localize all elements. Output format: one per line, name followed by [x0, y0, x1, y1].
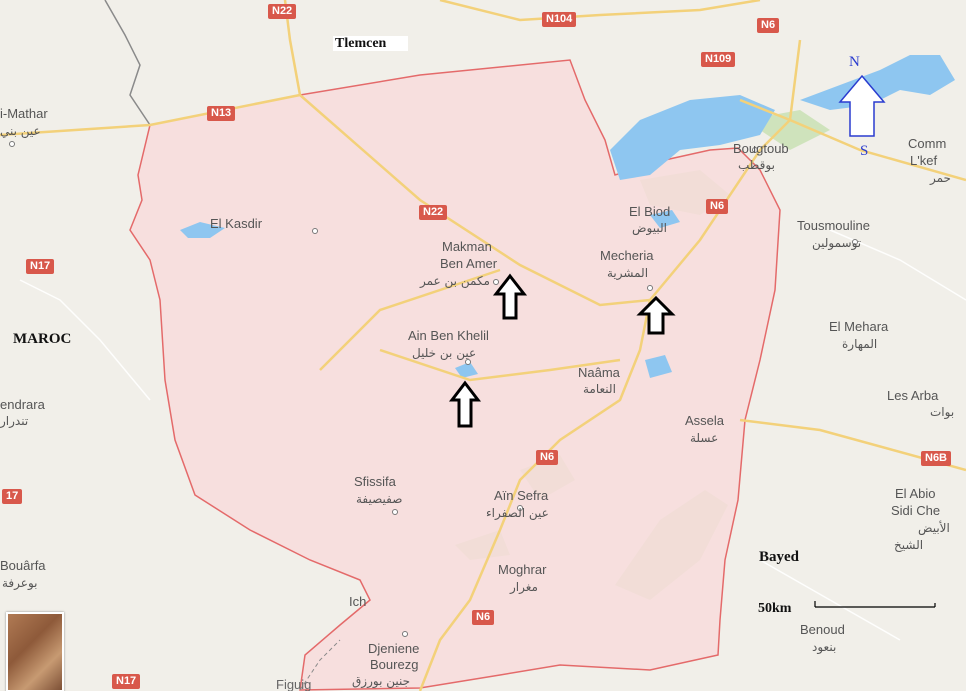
label-maroc: MAROC	[13, 331, 72, 347]
label-moghrar-ar: مغرار	[510, 580, 538, 594]
north-arrow-icon	[838, 74, 886, 137]
road-badge-n6: N6	[757, 18, 780, 33]
road-badge-n6b: N6B	[921, 451, 952, 466]
label-naama-ar: النعامة	[583, 382, 616, 396]
label-tlemcen: Tlemcen	[333, 36, 409, 51]
label-djeniene: Djeniene	[368, 641, 420, 656]
label-les-arba: Les Arba	[887, 388, 939, 403]
scale-bar	[814, 601, 936, 608]
arrow-up-ainbenkhelil	[448, 380, 482, 428]
label-el-biod-ar: البيوض	[632, 221, 667, 235]
label-bayed: Bayed	[759, 549, 800, 565]
satellite-layer-toggle[interactable]	[6, 612, 64, 691]
label-djeniene-ar: جنين بورزق	[352, 674, 411, 688]
label-sfissifa: Sfissifa	[354, 474, 396, 489]
label-djeniene-2: Bourezg	[370, 657, 419, 672]
label-ain-sefra: Aïn Sefra	[494, 488, 549, 503]
label-el-abiod: El Abio	[895, 486, 936, 501]
road-badge-n17: N17	[112, 674, 141, 689]
label-assela-ar: عسلة	[690, 431, 719, 445]
label-el-mehara-ar: المهارة	[842, 337, 878, 351]
label-les-arba-ar: بوات	[930, 405, 955, 419]
scale-label: 50km	[758, 601, 792, 616]
label-bougtoub: Bougtoub	[733, 141, 789, 156]
road-badge-n109: N109	[701, 52, 736, 67]
label-mecheria-ar: المشرية	[607, 266, 649, 280]
label-mecheria: Mecheria	[600, 248, 654, 263]
label-comm: Comm	[908, 136, 947, 151]
road-badge-n6: N6	[536, 450, 559, 465]
road-badge-n22: N22	[268, 4, 297, 19]
label-endrara: endrara	[0, 397, 45, 412]
label-bouarfa: Bouârfa	[0, 558, 46, 573]
label-comm-ar: حمر	[930, 171, 951, 185]
label-endrara-ar: تندرار	[0, 414, 29, 428]
compass-south: S	[860, 143, 869, 159]
arrows-group	[448, 273, 676, 428]
road-badge-n104: N104	[542, 12, 577, 27]
label-tousmouline: Tousmouline	[797, 218, 870, 233]
label-bougtoub-ar: بوقطب	[738, 158, 775, 172]
label-ich: Ich	[349, 594, 367, 609]
label-ain-sefra-ar: عين الصفراء	[486, 506, 549, 520]
label-bouarfa-ar: بوعرفة	[2, 576, 38, 590]
label-ain-ben-khelil-ar: عين بن خليل	[412, 346, 477, 360]
label-makman-2: Ben Amer	[440, 256, 498, 271]
label-moghrar: Moghrar	[498, 562, 547, 577]
label-el-abiod-2: Sidi Che	[891, 503, 941, 518]
label-el-abiod-ar2: الشيخ	[894, 538, 924, 552]
label-sfissifa-ar: صفيصيفة	[356, 492, 403, 506]
label-el-mehara: El Mehara	[829, 319, 889, 334]
label-assela: Assela	[685, 413, 725, 428]
label-tousmouline-ar: توسمولين	[812, 236, 862, 250]
label-mathar: i-Mathar	[0, 106, 48, 121]
arrow-up-makman	[492, 273, 528, 320]
road-badge-n6: N6	[472, 610, 495, 625]
label-makman: Makman	[442, 239, 492, 254]
road-badge-n17: 17	[2, 489, 23, 504]
arrow-up-mecheria	[636, 295, 676, 335]
compass-north: N	[849, 54, 860, 70]
road-badge-n22: N22	[419, 205, 448, 220]
road-badge-n13: N13	[207, 106, 236, 121]
label-benoud: Benoud	[800, 622, 845, 637]
label-naama: Naâma	[578, 365, 620, 380]
label-el-kasdir: El Kasdir	[210, 216, 263, 231]
label-benoud-ar: بنعود	[812, 640, 837, 654]
label-figuig: Figuig	[276, 677, 312, 691]
road-badge-n6: N6	[706, 199, 729, 214]
label-el-abiod-ar1: الأبيض	[918, 521, 950, 535]
label-comm-2: L'kef	[910, 153, 938, 168]
label-makman-ar: مكمن بن عمر	[420, 274, 490, 288]
label-el-biod: El Biod	[629, 204, 671, 219]
label-ain-ben-khelil: Ain Ben Khelil	[408, 328, 489, 343]
road-badge-n17: N17	[26, 259, 55, 274]
label-mathar-ar: عين بني	[0, 124, 41, 138]
